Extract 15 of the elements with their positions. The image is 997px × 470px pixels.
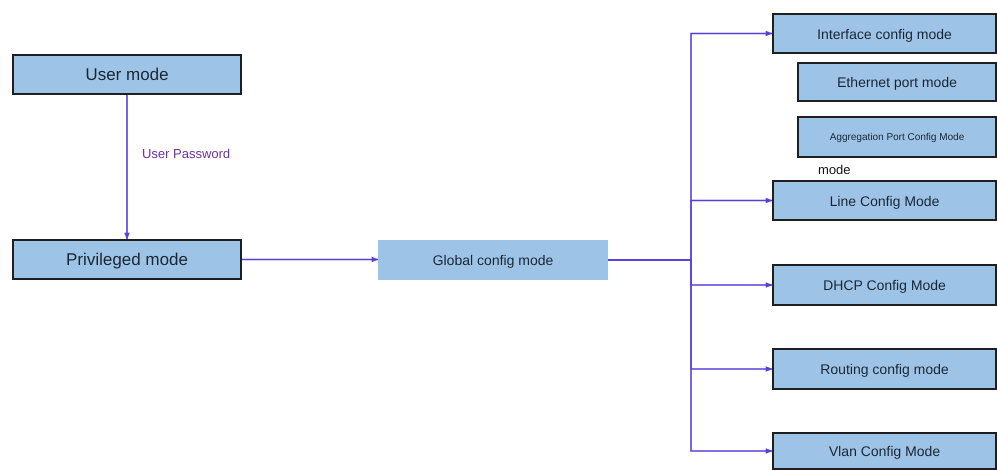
mode-box: Ethernet port mode xyxy=(797,62,997,102)
mode-box: Routing config mode xyxy=(772,348,997,390)
arrow xyxy=(124,95,130,240)
mode-box: Global config mode xyxy=(378,240,608,280)
edge-label: User Password xyxy=(140,146,232,161)
mode-box: Interface config mode xyxy=(772,13,997,54)
mode-box: DHCP Config Mode xyxy=(772,264,997,306)
mode-box: Privileged mode xyxy=(12,239,242,280)
mode-box: User mode xyxy=(12,54,242,95)
arrow xyxy=(242,256,379,262)
arrow xyxy=(608,259,773,454)
mode-box: Line Config Mode xyxy=(772,180,997,221)
mode-box: Aggregation Port Config Mode xyxy=(797,116,997,158)
note-text: mode xyxy=(818,162,851,177)
mode-box: Vlan Config Mode xyxy=(772,432,997,470)
